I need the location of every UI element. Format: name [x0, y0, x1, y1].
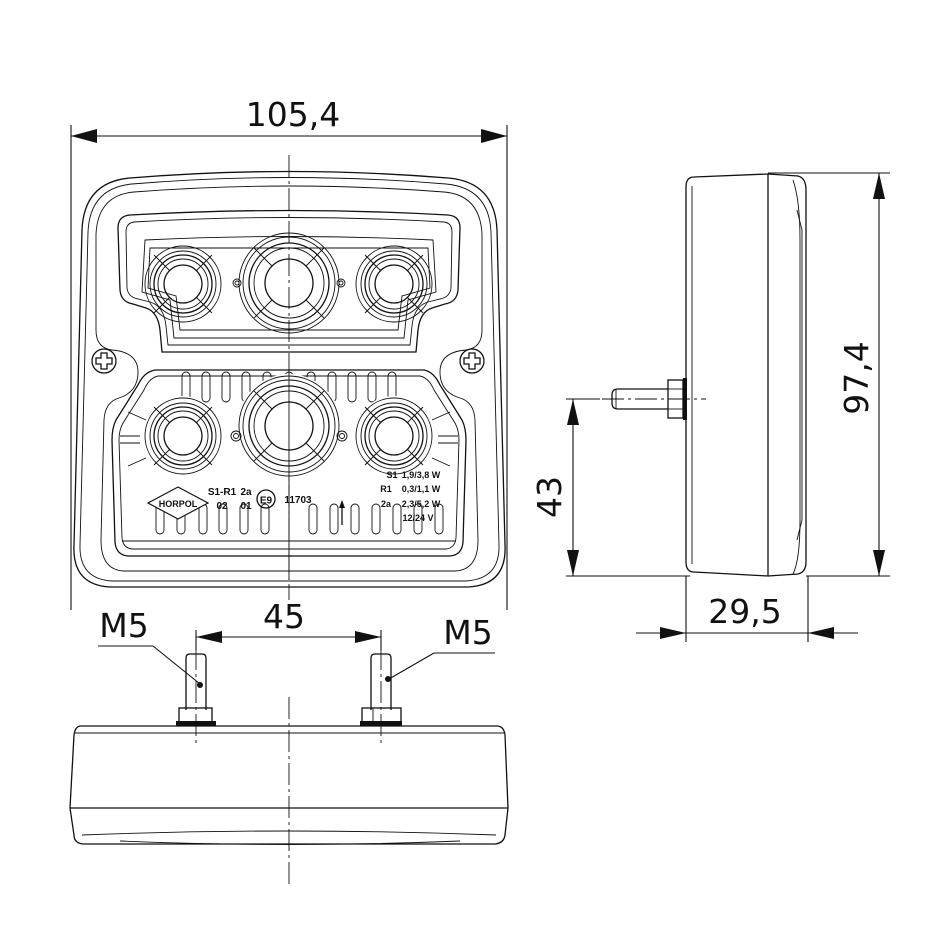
rating-code-s1: S1 — [386, 470, 397, 480]
right-stud — [360, 648, 402, 745]
side-housing — [685, 173, 769, 577]
brand-text: HORPOL — [159, 499, 198, 509]
brand-logo — [146, 486, 210, 520]
upper-left-lens — [144, 245, 222, 323]
stud-height-dimension: 43 — [530, 398, 690, 577]
height-dimension-label: 97,4 — [837, 341, 876, 414]
approval-mark: E9 — [260, 496, 273, 507]
width-dimension: 105,4 — [70, 95, 508, 610]
right-stud-thread-label: M5 — [443, 613, 492, 652]
homologation-markings: HORPOL S1-R1 02 2a 01 E9 11703 S1 1,9/3,… — [146, 470, 441, 525]
width-dimension-label: 105,4 — [246, 95, 340, 134]
housing-outline — [73, 170, 506, 588]
stud-height-label: 43 — [530, 476, 569, 518]
depth-dimension-label: 29,5 — [708, 592, 781, 631]
upper-right-lens — [355, 245, 433, 323]
height-dimension: 97,4 — [768, 172, 890, 577]
code-2a: 2a — [240, 487, 252, 498]
rating-code-r1: R1 — [380, 484, 392, 494]
left-stud — [176, 648, 216, 745]
function-codes-rev: 02 — [216, 501, 228, 512]
right-screw-icon — [459, 348, 485, 374]
stud-spacing-dimension: 45 — [195, 597, 382, 650]
code-2a-rev: 01 — [240, 501, 252, 512]
bottom-view: 45 M5 M5 — [69, 597, 509, 885]
rating-value-s1: 1,9/3,8 W — [402, 470, 441, 480]
e-mark-circle — [256, 489, 276, 509]
depth-dimension: 29,5 — [636, 576, 858, 642]
rating-code-2a: 2a — [381, 499, 392, 509]
stud-spacing-label: 45 — [263, 597, 305, 636]
bottom-housing — [69, 725, 509, 845]
reflector-ribs — [120, 371, 458, 535]
left-screw-icon — [91, 348, 117, 374]
approval-number: 11703 — [284, 495, 312, 506]
front-view: 105,4 — [70, 95, 508, 610]
side-view: 43 97,4 29,5 — [530, 172, 890, 642]
stud-thread-labels: M5 M5 — [98, 606, 495, 688]
direction-arrow-icon — [339, 500, 345, 508]
voltage-rating: 12/24 V — [402, 513, 433, 523]
rating-value-2a: 2,3/5,2 W — [402, 499, 441, 509]
left-stud-thread-label: M5 — [99, 606, 148, 645]
function-codes: S1-R1 — [208, 487, 237, 498]
side-stud — [602, 378, 706, 420]
rating-value-r1: 0,3/1,1 W — [402, 484, 441, 494]
